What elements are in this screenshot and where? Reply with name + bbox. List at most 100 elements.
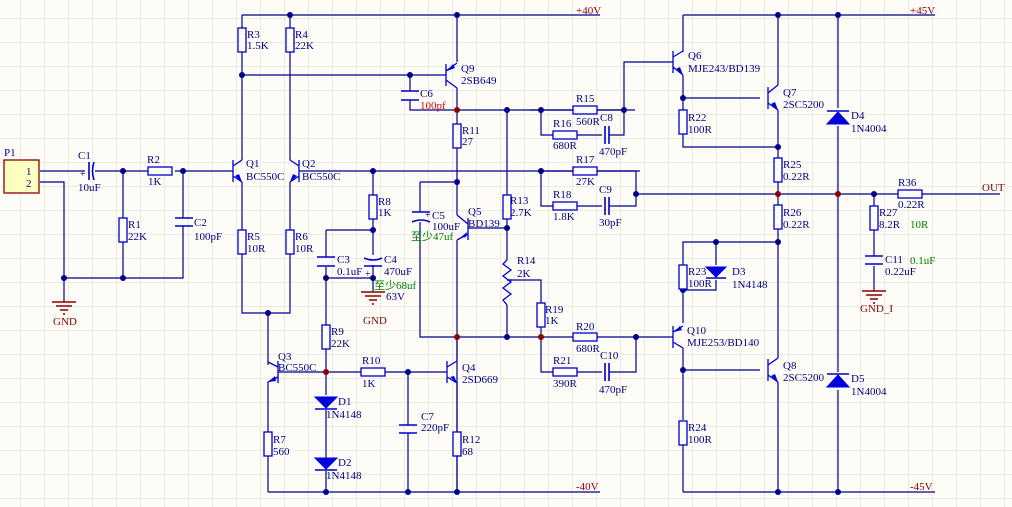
r17-value-label: 27K [576, 176, 595, 188]
resistor-r3[interactable]: R31.5K [237, 27, 269, 53]
connector-p1[interactable]: P1 1 2 [3, 147, 40, 194]
q5-value-label: BD139 [468, 218, 500, 230]
capacitor-c9[interactable]: C9 30pF [599, 184, 622, 229]
capacitor-c4[interactable]: + C4 470uF 至少68uf 63V [363, 254, 416, 303]
diode-d2[interactable]: D2 1N4148 [313, 457, 362, 482]
r23-value-label: 100R [688, 278, 713, 290]
c3-ref-label: C3 [337, 254, 350, 266]
r5-ref-label: R5 [247, 231, 260, 243]
capacitor-c8[interactable]: C8 470pF [599, 112, 627, 158]
diode-d5[interactable]: D5 1N4004 [825, 373, 887, 398]
r24-value-label: 100R [688, 434, 713, 446]
d1-value-label: 1N4148 [326, 409, 362, 421]
capacitor-c7[interactable]: C7 220pF [399, 411, 449, 434]
transistor-q10[interactable]: Q10 MJE253/BD140 [670, 325, 760, 349]
capacitor-c6[interactable]: C6 100pf [401, 88, 446, 112]
r27-note-label: 10R [910, 219, 929, 231]
c1-value-label: 10uF [78, 182, 101, 194]
transistor-q3[interactable]: Q3 BC550C [267, 351, 317, 383]
capacitor-c5[interactable]: + C5 100uF 至少47uf [411, 210, 460, 243]
capacitor-c11[interactable]: C11 0.22uF 0.1uF [865, 254, 935, 278]
c4-value-label: 470uF [384, 266, 412, 278]
r18-value-label: 1.8K [553, 211, 575, 223]
diode-d1[interactable]: D1 1N4148 [313, 396, 362, 421]
wires [40, 14, 1000, 493]
capacitor-c3[interactable]: C3 0.1uF [317, 254, 362, 278]
polarity-mark: + [80, 169, 86, 180]
transistor-q1[interactable]: Q1 BC550C [230, 158, 285, 183]
r19-value-label: 1K [545, 315, 559, 327]
capacitor-c1[interactable]: + C1 10uF [78, 150, 101, 194]
q1-value-label: BC550C [246, 171, 285, 183]
r22-ref-label: R22 [688, 112, 706, 124]
q4-value-label: 2SD669 [462, 374, 499, 386]
r7-value-label: 560 [273, 446, 290, 458]
c9-value-label: 30pF [599, 217, 622, 229]
ground-symbol-c4: GND [361, 291, 387, 327]
diode-d3[interactable]: D3 1N4148 [704, 266, 768, 291]
c4-ref-label: C4 [384, 254, 397, 266]
transistor-q5[interactable]: Q5 BD139 [456, 206, 500, 241]
q2-ref-label: Q2 [302, 158, 315, 170]
r22-value-label: 100R [688, 124, 713, 136]
c8-value-label: 470pF [599, 146, 627, 158]
r27-ref-label: R27 [879, 207, 898, 219]
d4-ref-label: D4 [851, 110, 865, 122]
transistor-q4[interactable]: Q4 2SD669 [445, 360, 499, 386]
r6-ref-label: R6 [295, 231, 308, 243]
r13-ref-label: R13 [510, 195, 529, 207]
rail-label-pos40: +40V [576, 5, 601, 17]
capacitor-c10[interactable]: C10 470pF [599, 350, 627, 396]
transistor-q9[interactable]: Q9 2SB649 [440, 62, 497, 89]
c5-ref-label: C5 [432, 210, 445, 222]
transistor-q8[interactable]: Q8 2SC5200 [767, 357, 824, 384]
diode-d4[interactable]: D4 1N4004 [825, 110, 887, 135]
grounds-gnd1-label: GND [53, 316, 77, 328]
transistor-q6[interactable]: Q6 MJE243/BD139 [670, 50, 761, 76]
potentiometer-r14[interactable]: R14 2K [501, 255, 536, 306]
transistor-q7[interactable]: Q7 2SC5200 [767, 84, 824, 111]
r15-ref-label: R15 [576, 93, 595, 105]
d5-ref-label: D5 [851, 373, 865, 385]
resistor-r18[interactable]: R18 1.8K [552, 189, 578, 223]
r18-ref-label: R18 [553, 189, 572, 201]
r9-value-label: 22K [331, 338, 350, 350]
q7-value-label: 2SC5200 [783, 99, 824, 111]
q3-value-label: BC550C [278, 362, 317, 374]
r6-value-label: 10R [295, 243, 314, 255]
c4-rating-label: 63V [386, 291, 405, 303]
transistor-q2[interactable]: Q2 BC550C [289, 158, 341, 183]
d3-value-label: 1N4148 [732, 279, 768, 291]
c2-ref-label: C2 [194, 217, 207, 229]
c10-ref-label: C10 [600, 350, 619, 362]
capacitor-c2[interactable]: C2 100pF [175, 217, 222, 243]
r23-ref-label: R23 [688, 266, 707, 278]
c5-note-label: 至少47uf [411, 230, 453, 243]
rail-label-pos45: +45V [910, 5, 935, 17]
